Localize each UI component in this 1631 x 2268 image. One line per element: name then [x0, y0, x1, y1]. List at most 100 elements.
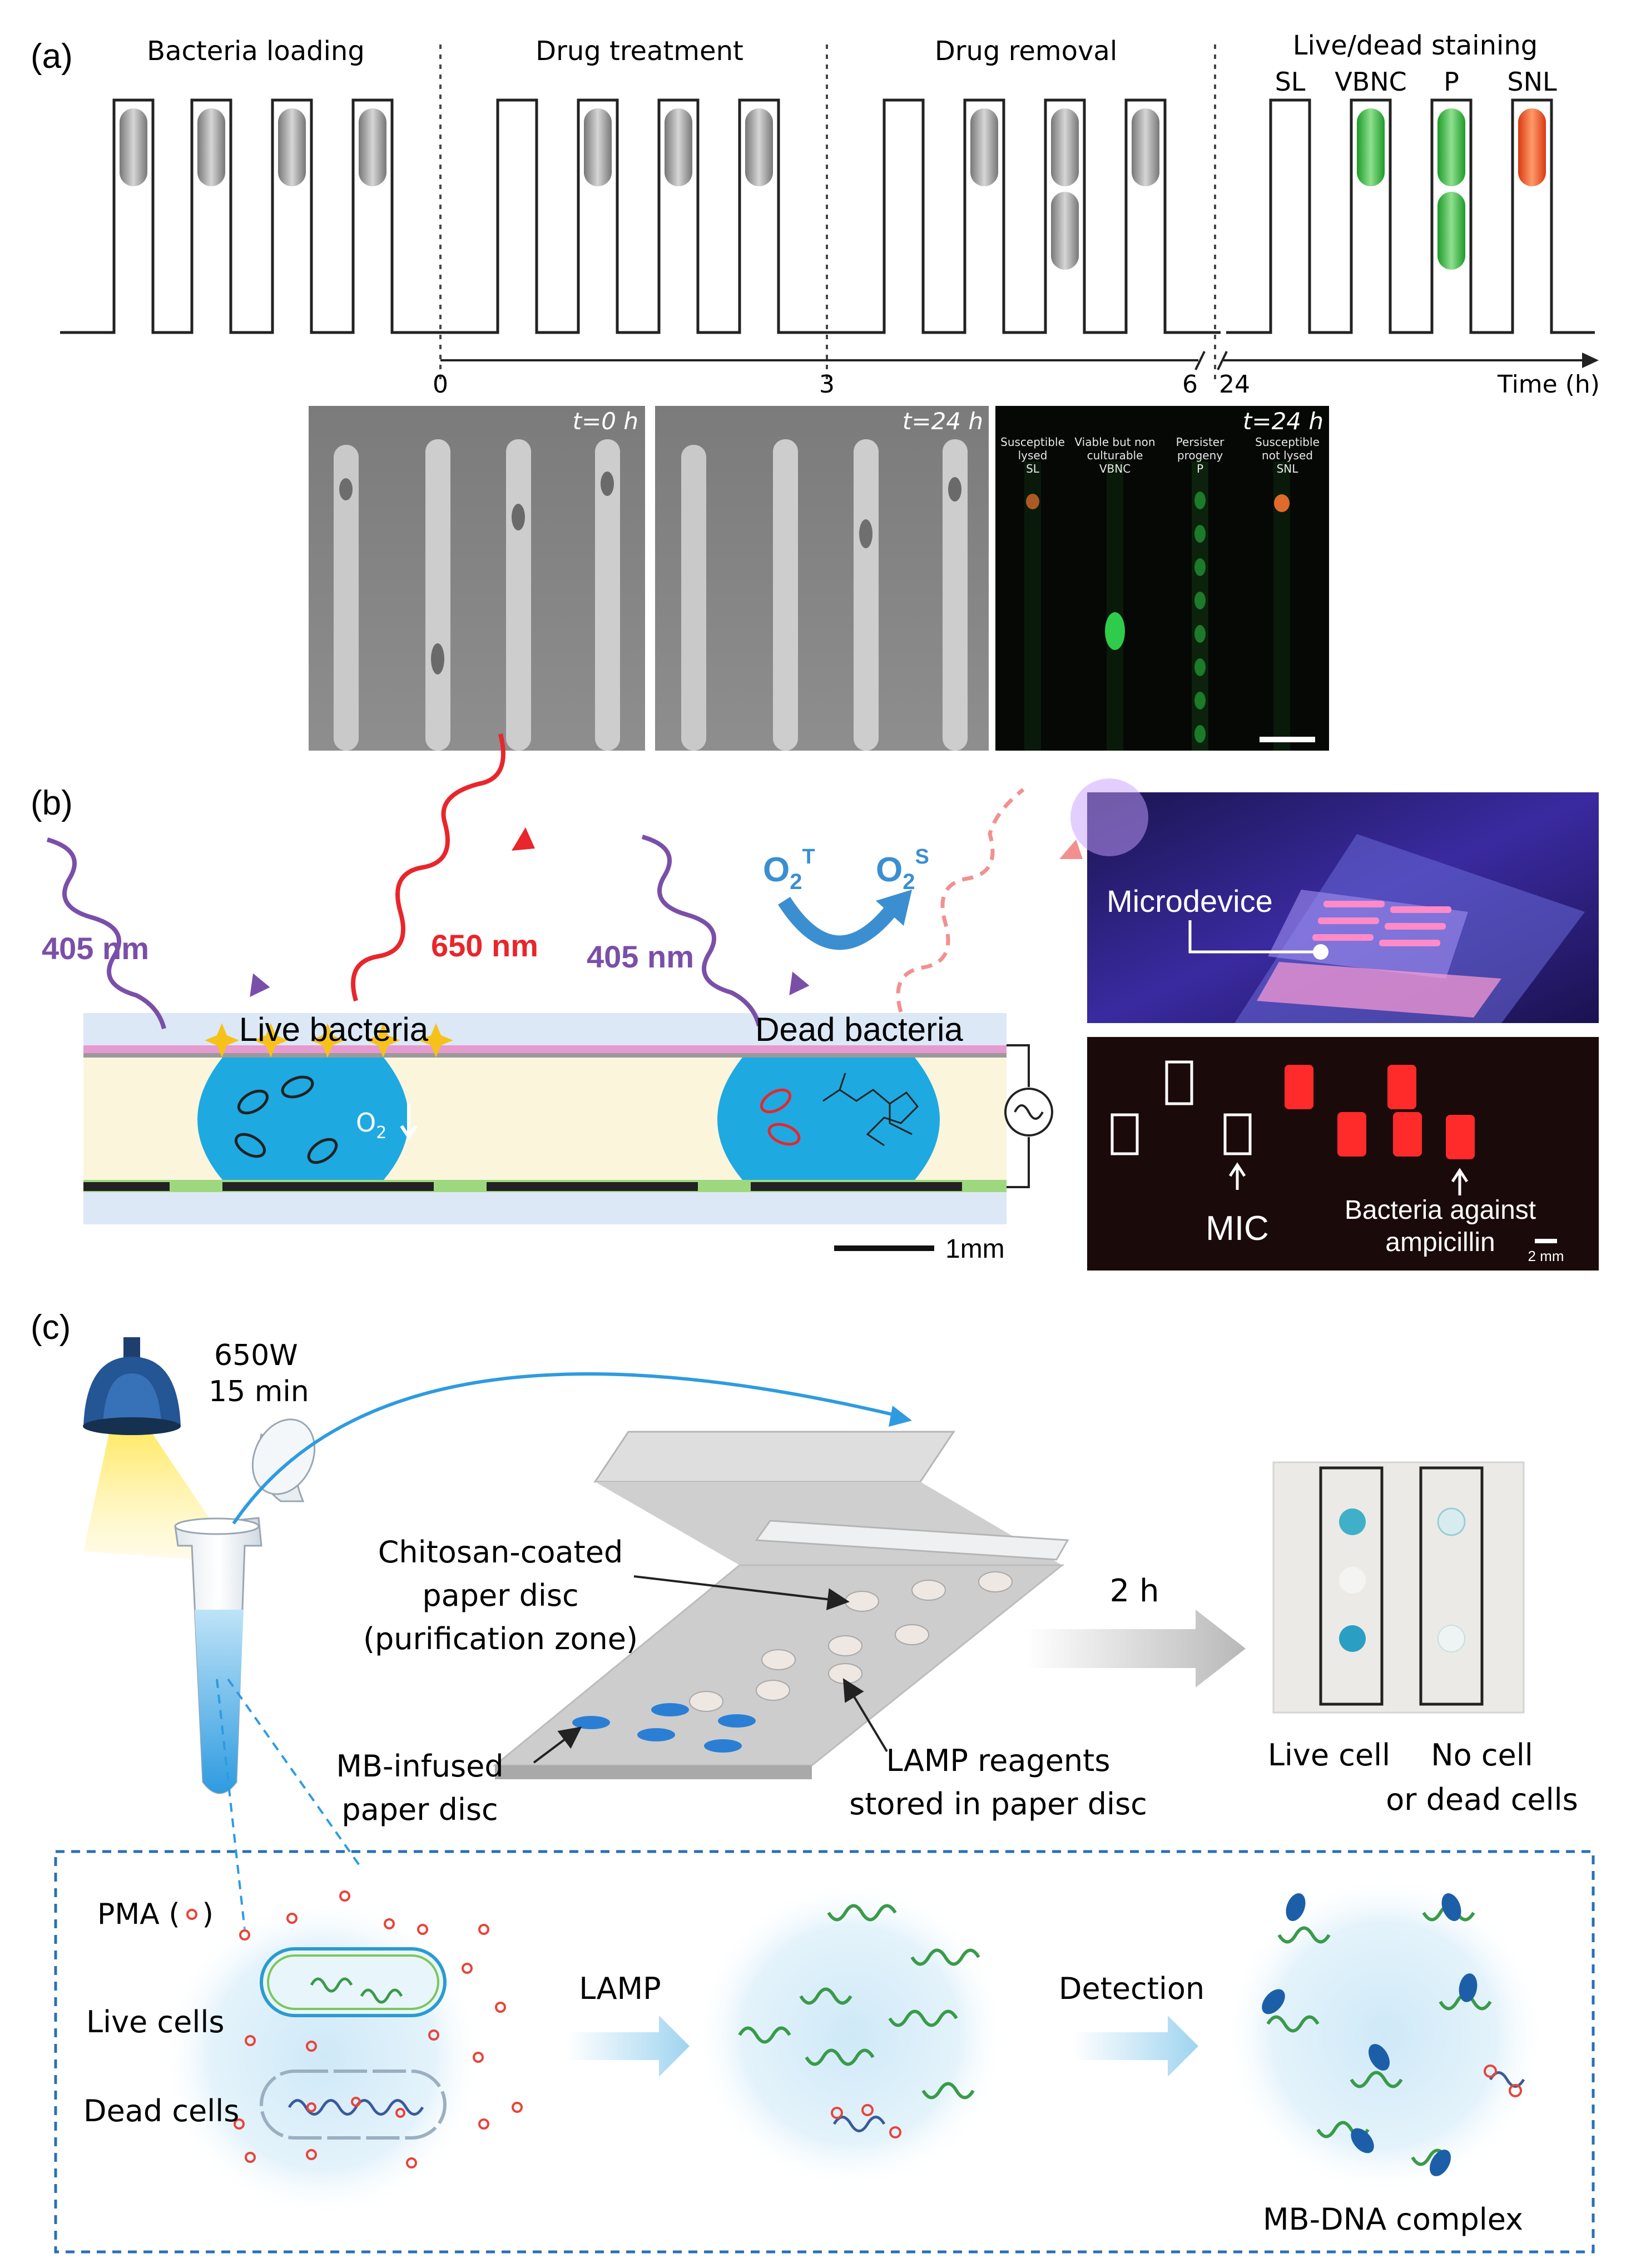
phase-label-loading: Bacteria loading: [147, 36, 365, 67]
o2-down-arrow: [400, 1104, 418, 1140]
channel-label-snl: SNL: [1507, 67, 1557, 97]
detection-step-label: Detection: [1059, 1971, 1204, 2006]
fluor-column-label: culturable: [1087, 449, 1143, 462]
quenched-wave: [896, 788, 1025, 1013]
channel-label-sl: SL: [1275, 67, 1306, 97]
conversion-arrow-head: [876, 890, 912, 926]
panel-c-label: (c): [31, 1308, 71, 1347]
o2-triplet-label: O2T: [763, 845, 815, 894]
mic-well: [1223, 1113, 1252, 1155]
mechanism-box: [54, 1850, 1595, 2254]
micrograph-fluorescence: t=24 h Susceptible lysed SL Viable but n…: [995, 406, 1329, 751]
panel-c: (c) 650W 15 min: [31, 1308, 1595, 2254]
excitation-arrow-left: [250, 973, 270, 997]
device-bottom-glass: [83, 1192, 1007, 1224]
fluor-column-label: Susceptible: [1255, 435, 1320, 449]
tick-0: 0: [433, 370, 448, 399]
excitation-wave-right: [641, 835, 761, 1027]
device-gray-layer: [83, 1053, 1007, 1058]
fluor-column-label: Viable but non: [1074, 435, 1155, 449]
zoom-line: [216, 1679, 246, 1930]
axis-break: [1194, 351, 1206, 370]
snl-cell: [1518, 108, 1546, 186]
micrograph-time-label: t=24 h: [1243, 408, 1323, 435]
bacterium-cell: [1051, 192, 1079, 270]
photo-scale-label: 2 mm: [1528, 1248, 1564, 1264]
live-droplet: [197, 1058, 409, 1180]
mic-pointer: [1228, 1162, 1246, 1190]
complex-label: MB-DNA complex: [1263, 2202, 1523, 2237]
fluor-scale-bar: [1260, 737, 1315, 742]
fluor-column-label: VBNC: [1099, 462, 1131, 475]
phase-label-staining: Live/dead staining: [1293, 30, 1538, 61]
micrograph-time-label: t=24 h: [903, 408, 983, 435]
microdevice-photo: Microdevice: [1070, 778, 1599, 1023]
paper-device: [492, 1431, 1069, 1779]
oxygen-conversion: O2T O2S: [763, 845, 929, 950]
micrograph-t0: t=0 h: [309, 406, 645, 751]
panel-b-label: (b): [31, 784, 73, 822]
detection-step-arrow: [1073, 2016, 1198, 2077]
dead-cells-label: Dead cells: [83, 2093, 239, 2128]
bacterium-cell: [584, 108, 612, 186]
emission-wave: [351, 733, 505, 1002]
loading-bacteria: [120, 108, 386, 186]
chitosan-label-1: Chitosan-coated: [378, 1535, 623, 1570]
live-cell-strip: [1319, 1466, 1384, 1706]
tick-24: 24: [1219, 370, 1250, 399]
lamp-power: 650W: [214, 1339, 298, 1372]
live-cell-drawing: [260, 1947, 447, 2017]
mic-photo: MIC Bacteria against ampicillin 2 mm: [1087, 1037, 1599, 1271]
result-none-label-1: No cell: [1431, 1738, 1533, 1773]
result-photo: [1272, 1461, 1525, 1714]
lamp-reagent-pointer: [842, 1678, 888, 1753]
bacteria-label-line2: ampicillin: [1385, 1228, 1495, 1257]
tick-6: 6: [1182, 370, 1198, 399]
bacterium-cell: [1132, 108, 1159, 186]
excitation-label-right: 405 nm: [587, 939, 694, 974]
bacterium-cell: [359, 108, 386, 186]
microdevice-pointer-dot: [1313, 944, 1328, 960]
empty-well: [1111, 1113, 1139, 1155]
excitation-wave-left: [46, 837, 166, 1030]
o2-in-droplet: O2: [356, 1108, 386, 1143]
electrode: [751, 1182, 962, 1191]
bacterium-cell: [970, 108, 998, 186]
mic-label: MIC: [1206, 1209, 1269, 1248]
emission-arrow: [512, 827, 535, 851]
emission-label: 650 nm: [431, 928, 538, 963]
lamp-time: 15 min: [209, 1375, 309, 1408]
mb-dna-complexes: [1262, 1893, 1525, 2176]
transfer-arc: [232, 1372, 896, 1525]
axis-arrow-head: [1582, 353, 1599, 368]
channel-outline: [60, 98, 1221, 334]
conversion-arrow: [778, 896, 895, 950]
channel-label-vbnc: VBNC: [1335, 67, 1407, 97]
chitosan-label-2: paper disc: [422, 1578, 578, 1613]
live-bacteria-label: Live bacteria: [239, 1011, 429, 1048]
bacterium-cell: [278, 108, 306, 186]
chitosan-label-3: (purification zone): [363, 1621, 638, 1656]
bacteria-well: [1285, 1065, 1313, 1109]
micrograph-t24: t=24 h: [655, 406, 989, 751]
dead-bacteria-cells: [760, 1088, 801, 1146]
panel-b: (b) O2: [31, 733, 1599, 1271]
quenched-arrow: [1059, 840, 1083, 859]
result-none-label-2: or dead cells: [1386, 1782, 1578, 1817]
tick-3: 3: [819, 370, 835, 399]
lamp-icon: [83, 1337, 239, 1562]
chitosan-pointer: [633, 1575, 850, 1611]
micrograph-time-label: t=0 h: [573, 408, 638, 435]
staining-bacteria: [1357, 108, 1546, 270]
axis-label-time: Time (h): [1497, 370, 1600, 399]
removal-bacteria: [970, 108, 1159, 270]
bacteria-pointer: [1451, 1168, 1469, 1195]
vbnc-cell: [1357, 108, 1385, 186]
dead-bacteria-label: Dead bacteria: [755, 1011, 963, 1048]
channel-label-p: P: [1444, 67, 1459, 97]
no-cell-strip: [1419, 1466, 1484, 1706]
bacterium-cell: [1051, 108, 1079, 186]
empty-well: [1165, 1060, 1193, 1105]
scale-bar-label: 1mm: [945, 1234, 1005, 1264]
lamp-step-label: LAMP: [579, 1971, 661, 2006]
